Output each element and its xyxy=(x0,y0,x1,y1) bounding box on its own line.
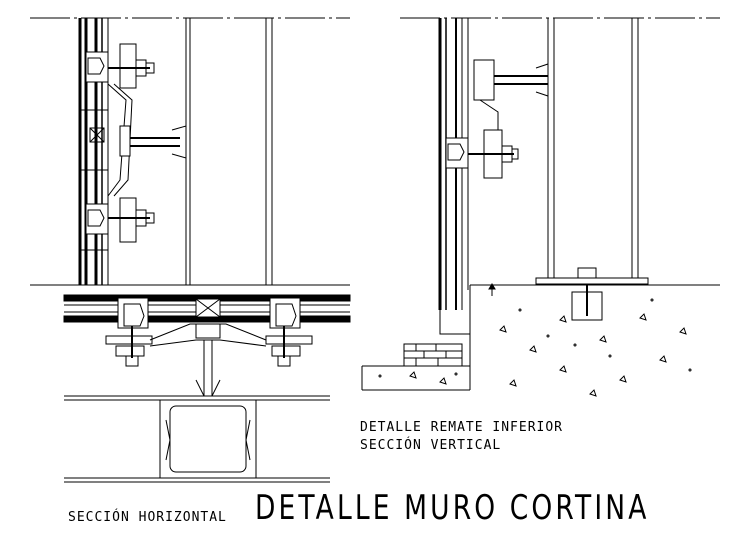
vertical-mullion-elevation xyxy=(30,17,350,286)
lower-detail-title: DETALLE REMATE INFERIOR xyxy=(360,420,564,435)
lower-finish-detail xyxy=(361,17,720,397)
lower-detail-subtitle: SECCIÓN VERTICAL xyxy=(360,438,502,453)
horizontal-section-label: SECCIÓN HORIZONTAL xyxy=(68,510,227,525)
drawing-title: DETALLE MURO CORTINA xyxy=(255,488,650,528)
horizontal-section xyxy=(63,294,351,483)
